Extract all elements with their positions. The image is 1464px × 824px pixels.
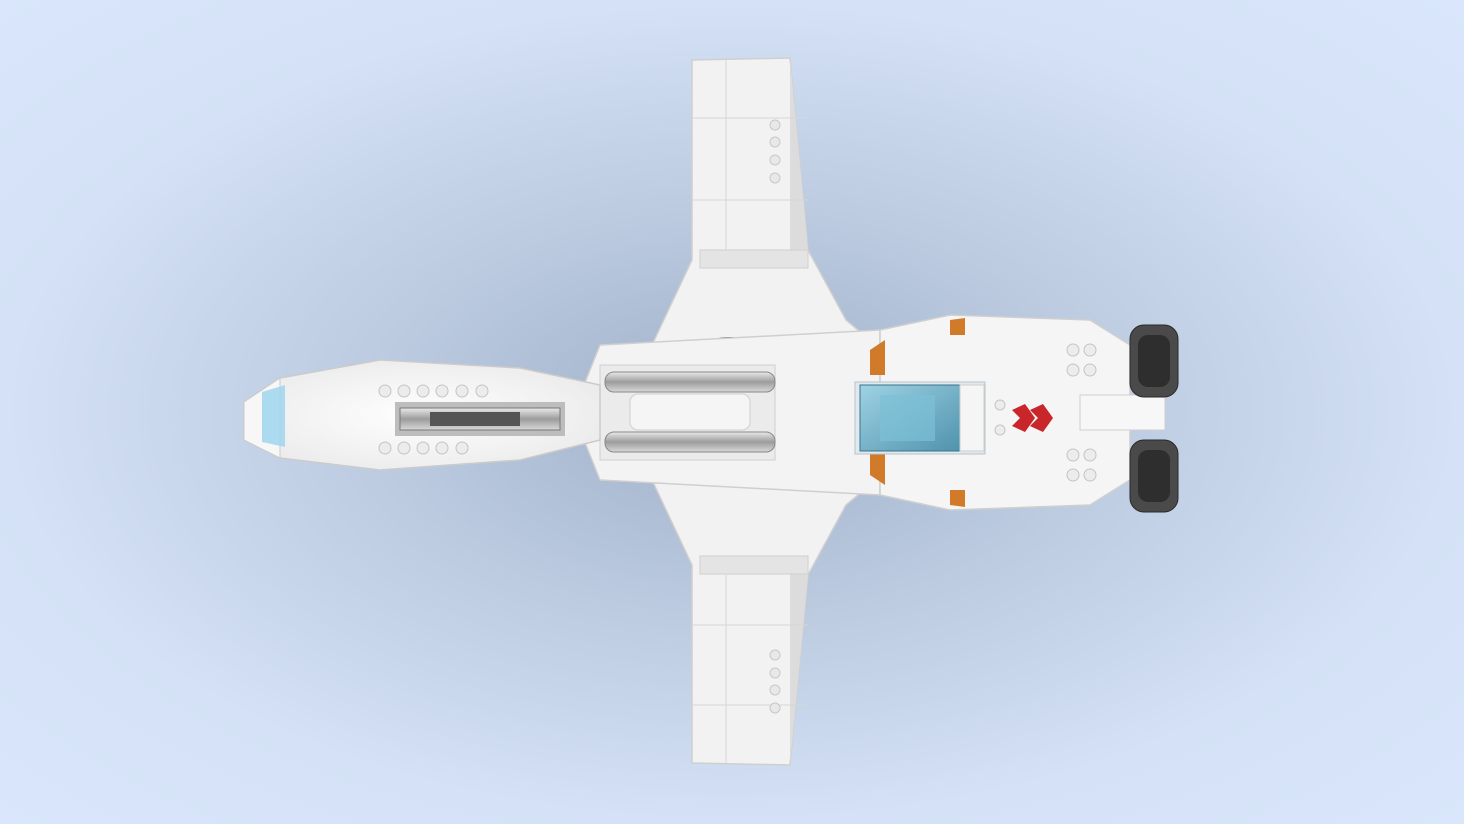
lower-wing — [650, 479, 873, 766]
missile-icon — [604, 371, 776, 453]
nose-section — [243, 359, 601, 471]
chevron-insignia-icon — [1012, 404, 1053, 432]
upper-wing — [650, 57, 873, 346]
engine-nozzle-icon — [1129, 324, 1179, 513]
canopy-icon — [854, 381, 986, 455]
nose-tip — [262, 385, 285, 447]
rear-body — [870, 314, 1166, 511]
